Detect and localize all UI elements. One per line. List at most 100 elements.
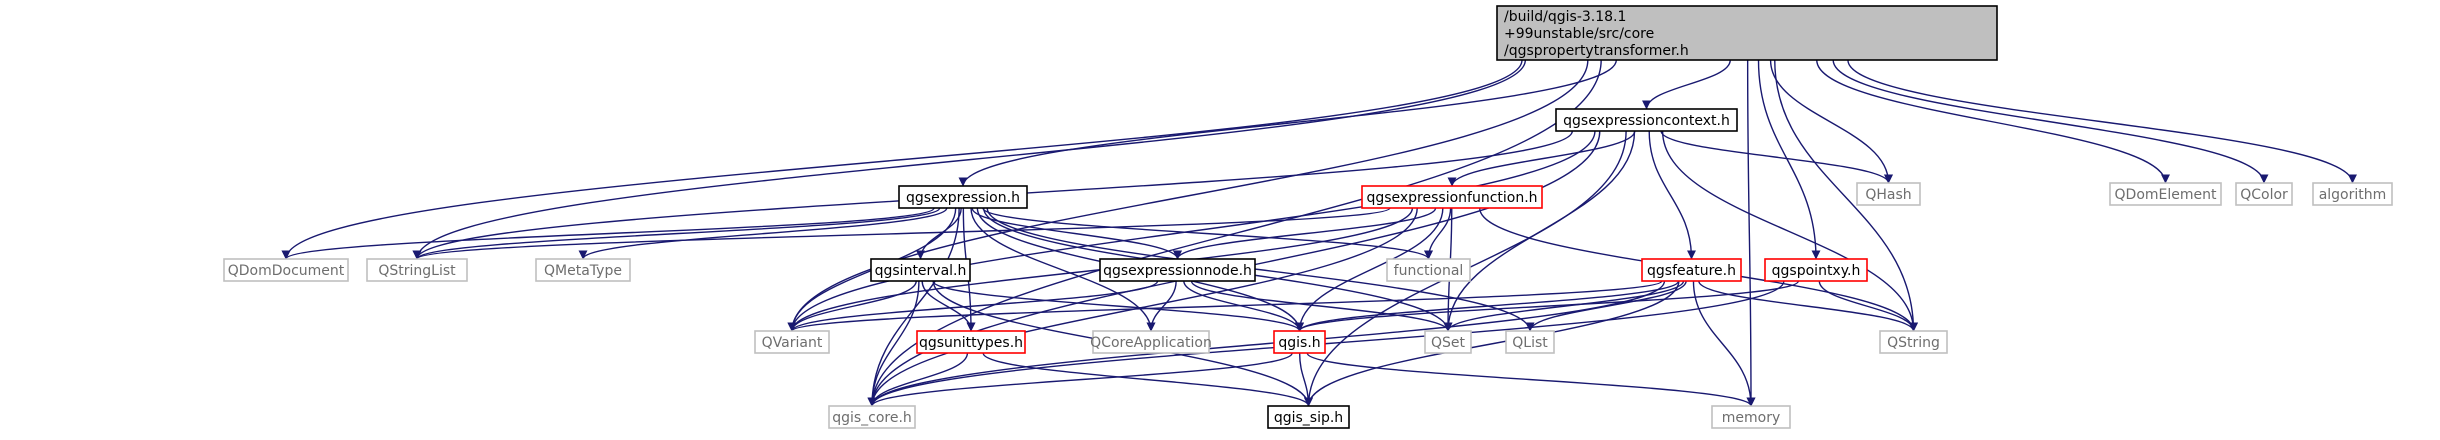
dependency-edge — [958, 59, 1618, 187]
node-qgsexpressioncontext[interactable]: qgsexpressioncontext.h — [1555, 108, 1738, 132]
edge-qgsexpression-to-functional — [982, 207, 1433, 260]
node-qgsexpressionfunction[interactable]: qgsexpressionfunction.h — [1361, 185, 1543, 209]
dependency-edge — [1298, 352, 1313, 407]
node-qvariant[interactable]: QVariant — [754, 330, 830, 354]
node-qmetatype[interactable]: QMetaType — [535, 258, 631, 282]
dependency-edge — [932, 280, 1304, 332]
node-label: QColor — [2240, 187, 2288, 203]
edge-qgsexpressionnode-to-qset — [1190, 280, 1453, 332]
edge-qgsexpression-to-qlist — [986, 207, 1535, 332]
node-box — [898, 185, 1028, 209]
node-label: QSet — [1431, 335, 1466, 351]
node-qstringlist[interactable]: QStringList — [366, 258, 468, 282]
edge-qgsinterval-to-qgsunittypes — [921, 280, 976, 332]
node-qlist[interactable]: QList — [1505, 330, 1555, 354]
node-box — [1496, 5, 1998, 61]
node-box — [916, 330, 1026, 354]
node-qhash[interactable]: QHash — [1856, 182, 1921, 206]
node-box — [1711, 405, 1791, 429]
node-qset[interactable]: QSet — [1424, 330, 1472, 354]
node-label: functional — [1394, 263, 1464, 279]
node-box — [1856, 182, 1921, 206]
node-qgsunittypes[interactable]: qgsunittypes.h — [916, 330, 1026, 354]
node-box — [1099, 258, 1256, 282]
dependency-edge — [1648, 130, 1696, 260]
edge-qgsexpressioncontext-to-qvariant — [787, 130, 1596, 332]
dependency-edge — [1832, 59, 2269, 184]
node-qcolor[interactable]: QColor — [2235, 182, 2293, 206]
node-box — [1361, 185, 1543, 209]
edge-qgis-to-qgis_core — [867, 352, 1293, 407]
node-box — [366, 258, 468, 282]
node-box — [2312, 182, 2393, 206]
dependency-edge — [867, 207, 1418, 407]
dependency-edge — [921, 280, 976, 332]
node-qgis-sip[interactable]: qgis_sip.h — [1267, 405, 1350, 429]
node-memory[interactable]: memory — [1711, 405, 1791, 429]
edge-qgsexpressioncontext-to-qgsfeature — [1648, 130, 1696, 260]
node-label: QDomElement — [2115, 187, 2217, 203]
edge-qgsexpressionnode-to-qcoreapplication — [1146, 280, 1177, 332]
node-qstring[interactable]: QString — [1879, 330, 1948, 354]
edge-qgsinterval-to-qgis — [932, 280, 1304, 332]
node-box — [2109, 182, 2222, 206]
edge-qgsexpressionfunction-to-qstringlist — [412, 207, 1391, 260]
dependency-edge — [867, 352, 1293, 407]
node-qdomelement[interactable]: QDomElement — [2109, 182, 2222, 206]
node-label: QDomDocument — [228, 263, 345, 279]
node-label: qgsinterval.h — [875, 263, 967, 279]
node-qgspointxy[interactable]: qgspointxy.h — [1764, 258, 1868, 282]
dependency-edge — [578, 207, 948, 260]
node-qdomdocument[interactable]: QDomDocument — [223, 258, 349, 282]
edge-qgsfeature-to-qlist — [1525, 280, 1687, 332]
edge-qgsexpressionfunction-to-functional — [1424, 207, 1452, 260]
dependency-edge — [1818, 280, 1918, 332]
dependency-edge — [1692, 280, 1756, 407]
edge-qgsexpression-to-qstringlist — [412, 207, 941, 260]
node-functional[interactable]: functional — [1386, 258, 1471, 282]
edge-qgsinterval-to-qvariant — [787, 280, 917, 332]
node-root[interactable]: /build/qgis-3.18.1+99unstable/src/core/q… — [1496, 5, 1998, 61]
node-qgsexpressionnode[interactable]: qgsexpressionnode.h — [1099, 258, 1256, 282]
dependency-edge — [970, 207, 1156, 332]
edge-root-to-qgis_core — [867, 59, 1602, 407]
edge-qgspointxy-to-qstring — [1818, 280, 1918, 332]
node-box — [1764, 258, 1868, 282]
dependency-edge — [986, 207, 1535, 332]
edge-root-to-qcolor — [1832, 59, 2269, 184]
edge-qgsinterval-to-qgis_core — [867, 280, 920, 407]
node-qgis-core[interactable]: qgis_core.h — [828, 405, 916, 429]
node-qgsexpression[interactable]: qgsexpression.h — [898, 185, 1028, 209]
edge-qgsexpression-to-qmetatype — [578, 207, 948, 260]
node-algorithm[interactable]: algorithm — [2312, 182, 2393, 206]
dependency-edge — [787, 280, 1159, 332]
node-box — [1555, 108, 1738, 132]
edge-qgsexpressioncontext-to-qgsexpressionfunction — [1447, 130, 1636, 187]
node-label: QString — [1887, 335, 1940, 351]
dependency-edge — [1295, 280, 1800, 332]
edge-qgsfeature-to-qset — [1443, 280, 1685, 332]
dependency-edge — [867, 280, 1785, 407]
edge-qgsexpression-to-qgsinterval — [916, 207, 962, 260]
node-qgis[interactable]: qgis.h — [1273, 330, 1326, 354]
node-label: /qgspropertytransformer.h — [1504, 43, 1689, 59]
dependency-edge — [1774, 59, 1918, 332]
node-label: qgsexpressioncontext.h — [1563, 113, 1730, 129]
node-qgsinterval[interactable]: qgsinterval.h — [870, 258, 971, 282]
edge-layer — [281, 59, 2357, 407]
dependency-edge — [982, 352, 1313, 407]
node-qcoreapplication[interactable]: QCoreApplication — [1090, 330, 1212, 354]
node-layer: /build/qgis-3.18.1+99unstable/src/core/q… — [223, 5, 2393, 429]
dependency-edge — [787, 280, 1663, 332]
node-label: qgsfeature.h — [1647, 263, 1736, 279]
dependency-edge — [1642, 59, 1731, 110]
edge-root-to-qvariant — [787, 59, 1589, 332]
node-box — [754, 330, 830, 354]
node-label: qgis_core.h — [832, 410, 912, 426]
node-box — [535, 258, 631, 282]
node-qgsfeature[interactable]: qgsfeature.h — [1641, 258, 1742, 282]
dependency-edge — [1447, 130, 1636, 187]
dependency-edge — [1173, 207, 1437, 260]
node-label: memory — [1722, 410, 1781, 426]
